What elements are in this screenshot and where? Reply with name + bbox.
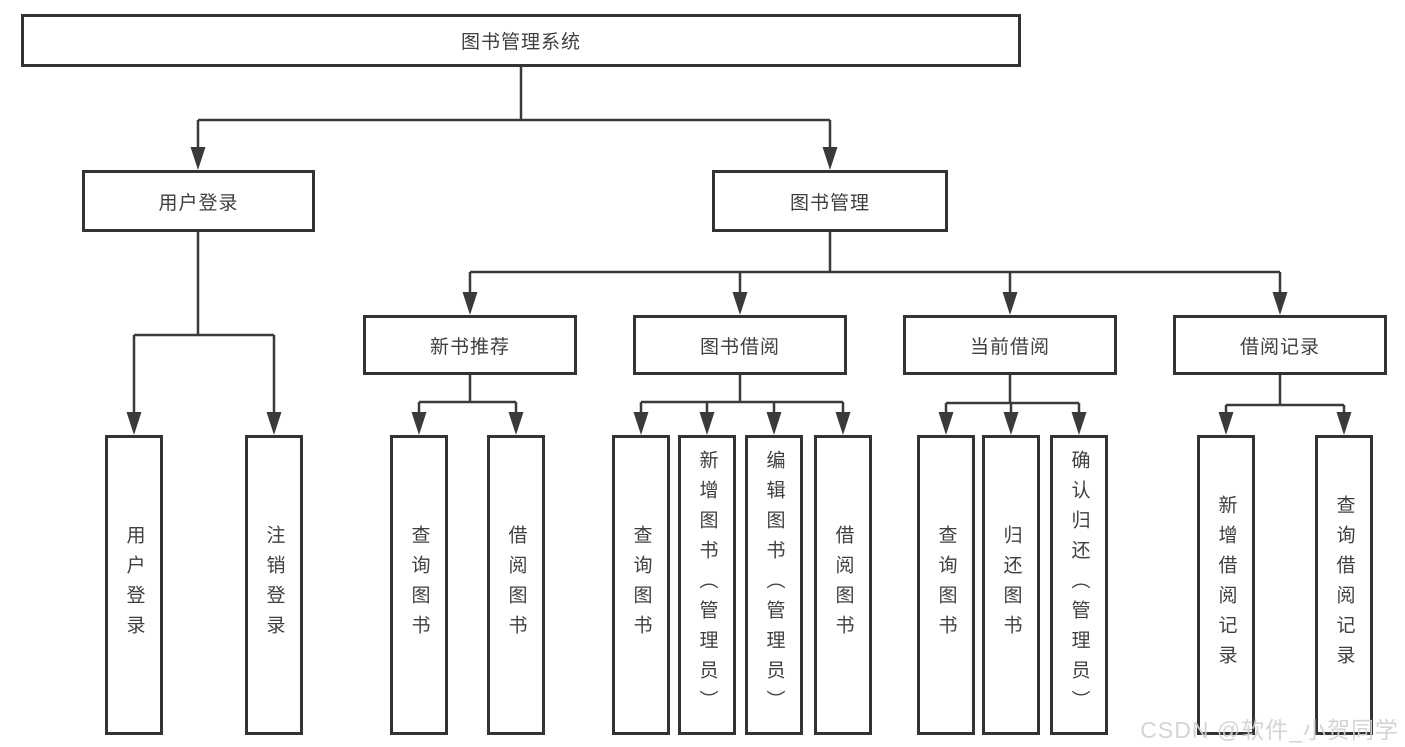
leaf-br-add-borrow-record-label: 新增借阅记录 — [1215, 495, 1237, 675]
leaf-cb-query-books-label: 查询图书 — [935, 525, 957, 645]
leaf-br-query-borrow-record-label: 查询借阅记录 — [1333, 495, 1355, 675]
leaf-cb-return-books: 归还图书 — [982, 435, 1040, 735]
leaf-bb-query-books: 查询图书 — [612, 435, 670, 735]
leaf-nbr-borrow-books: 借阅图书 — [487, 435, 545, 735]
node-user-login: 用户登录 — [82, 170, 315, 232]
leaf-user-login-label: 用户登录 — [123, 525, 145, 645]
node-book-management-label: 图书管理 — [789, 192, 870, 214]
leaf-nbr-borrow-books-label: 借阅图书 — [505, 525, 527, 645]
node-book-borrow: 图书借阅 — [633, 315, 847, 375]
leaf-user-login: 用户登录 — [105, 435, 163, 735]
node-book-management: 图书管理 — [712, 170, 948, 232]
leaf-br-query-borrow-record: 查询借阅记录 — [1315, 435, 1373, 735]
leaf-nbr-query-books-label: 查询图书 — [408, 525, 430, 645]
node-user-login-label: 用户登录 — [158, 192, 239, 214]
node-new-book-recommend: 新书推荐 — [363, 315, 577, 375]
leaf-bb-borrow-books: 借阅图书 — [814, 435, 872, 735]
leaf-cb-query-books: 查询图书 — [917, 435, 975, 735]
leaf-bb-add-books-admin-label: 新增图书（管理员） — [696, 450, 718, 720]
leaf-cb-return-books-label: 归还图书 — [1000, 525, 1022, 645]
node-borrow-records: 借阅记录 — [1173, 315, 1387, 375]
node-root: 图书管理系统 — [21, 14, 1021, 67]
leaf-cb-confirm-return-admin-label: 确认归还（管理员） — [1068, 450, 1090, 720]
node-book-borrow-label: 图书借阅 — [699, 336, 780, 358]
node-new-book-recommend-label: 新书推荐 — [429, 336, 510, 358]
leaf-bb-edit-books-admin-label: 编辑图书（管理员） — [763, 450, 785, 720]
leaf-bb-edit-books-admin: 编辑图书（管理员） — [745, 435, 803, 735]
node-root-label: 图书管理系统 — [460, 32, 581, 53]
node-current-borrow: 当前借阅 — [903, 315, 1117, 375]
leaf-cb-confirm-return-admin: 确认归还（管理员） — [1050, 435, 1108, 735]
leaf-nbr-query-books: 查询图书 — [390, 435, 448, 735]
csdn-watermark: CSDN @软件_小贺同学 — [1140, 717, 1399, 743]
leaf-logout: 注销登录 — [245, 435, 303, 735]
leaf-bb-add-books-admin: 新增图书（管理员） — [678, 435, 736, 735]
leaf-br-add-borrow-record: 新增借阅记录 — [1197, 435, 1255, 735]
node-current-borrow-label: 当前借阅 — [969, 336, 1050, 358]
node-borrow-records-label: 借阅记录 — [1239, 336, 1320, 358]
leaf-bb-query-books-label: 查询图书 — [630, 525, 652, 645]
leaf-bb-borrow-books-label: 借阅图书 — [832, 525, 854, 645]
leaf-logout-label: 注销登录 — [263, 525, 285, 645]
